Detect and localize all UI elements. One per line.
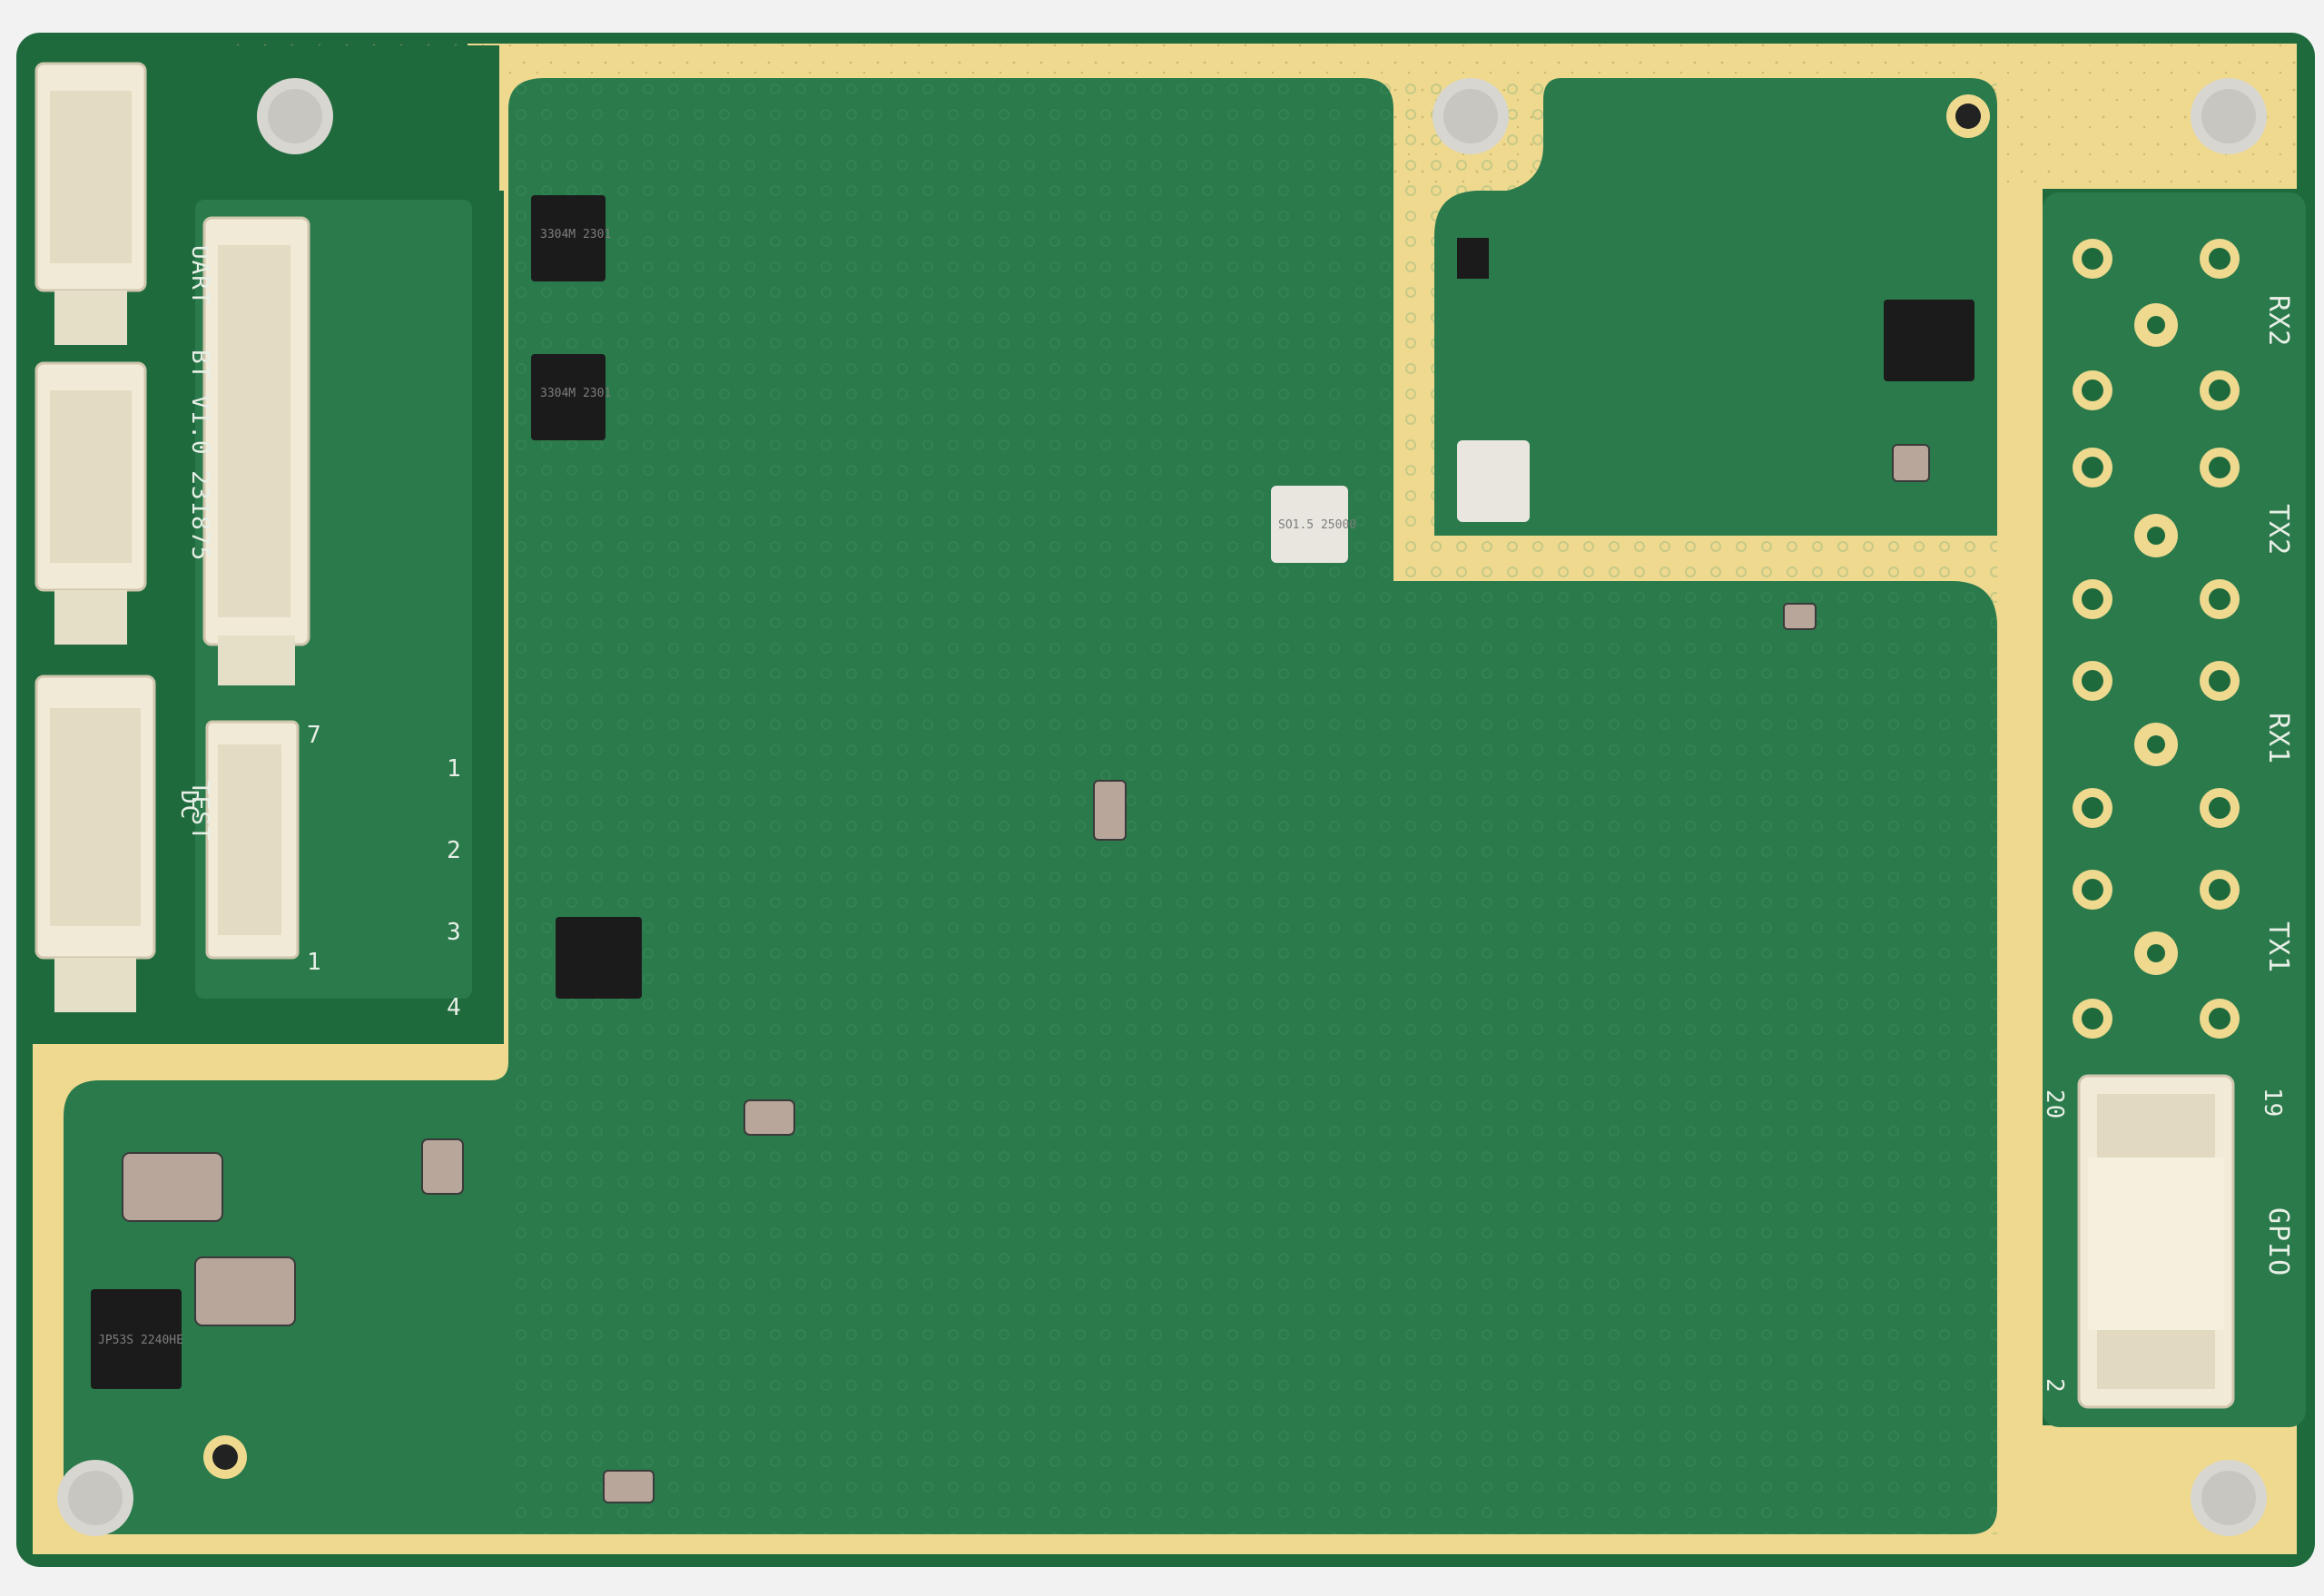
left-connectors: [34, 62, 310, 1012]
label-ch-1: 1: [447, 755, 462, 783]
passive-components: [122, 444, 1930, 1503]
label-ch-4: 4: [447, 994, 462, 1021]
mounting-holes: [57, 78, 2267, 1536]
label-gpio: GPIO: [2262, 1207, 2294, 1276]
silkscreen-labels: UART BT V1.0 231875 TEST DC 7 1 1 2 3 4 …: [175, 245, 2294, 1394]
gpio-connector: [2077, 1074, 2235, 1409]
svg-text:SO1.5 25000: SO1.5 25000: [1278, 518, 1356, 532]
label-tx1: TX1: [2262, 921, 2294, 973]
label-dc: DC: [175, 790, 202, 820]
connector-uart: [202, 216, 310, 685]
rf-pads: [2073, 239, 2240, 1039]
connector-mid-left: [34, 361, 147, 645]
mosfet-b: [531, 354, 606, 440]
mosfet-a: [531, 195, 606, 281]
connector-test: [205, 720, 300, 960]
label-rx1: RX1: [2262, 713, 2294, 764]
ic-chips: 3304M 2301 3304M 2301 JP53S 2240HE SO1.5…: [91, 195, 1974, 1389]
regulator-chip: [91, 1289, 182, 1389]
label-pin-19: 19: [2259, 1088, 2286, 1118]
rf-subarea: [1434, 78, 1997, 536]
label-pin-7: 7: [307, 722, 322, 749]
svg-text:3304M 2301: 3304M 2301: [540, 228, 611, 241]
oscillator: [1271, 486, 1348, 563]
connector-dc: [34, 675, 156, 1012]
label-rx2: RX2: [2262, 295, 2294, 347]
connector-top-left: [34, 62, 147, 345]
svg-text:JP53S 2240HE: JP53S 2240HE: [98, 1334, 183, 1347]
label-pin-1: 1: [307, 949, 322, 976]
svg-text:3304M 2301: 3304M 2301: [540, 387, 611, 400]
label-ch-3: 3: [447, 919, 462, 946]
label-uart: UART: [186, 245, 213, 306]
label-version: BT V1.0 231875: [186, 350, 213, 561]
label-tx2: TX2: [2262, 504, 2294, 556]
label-ch-2: 2: [447, 837, 462, 864]
label-pin-2: 2: [2041, 1378, 2068, 1394]
pcb-board: [16, 33, 2315, 1567]
label-pin-20: 20: [2041, 1089, 2068, 1119]
label-test: TEST: [186, 781, 213, 842]
